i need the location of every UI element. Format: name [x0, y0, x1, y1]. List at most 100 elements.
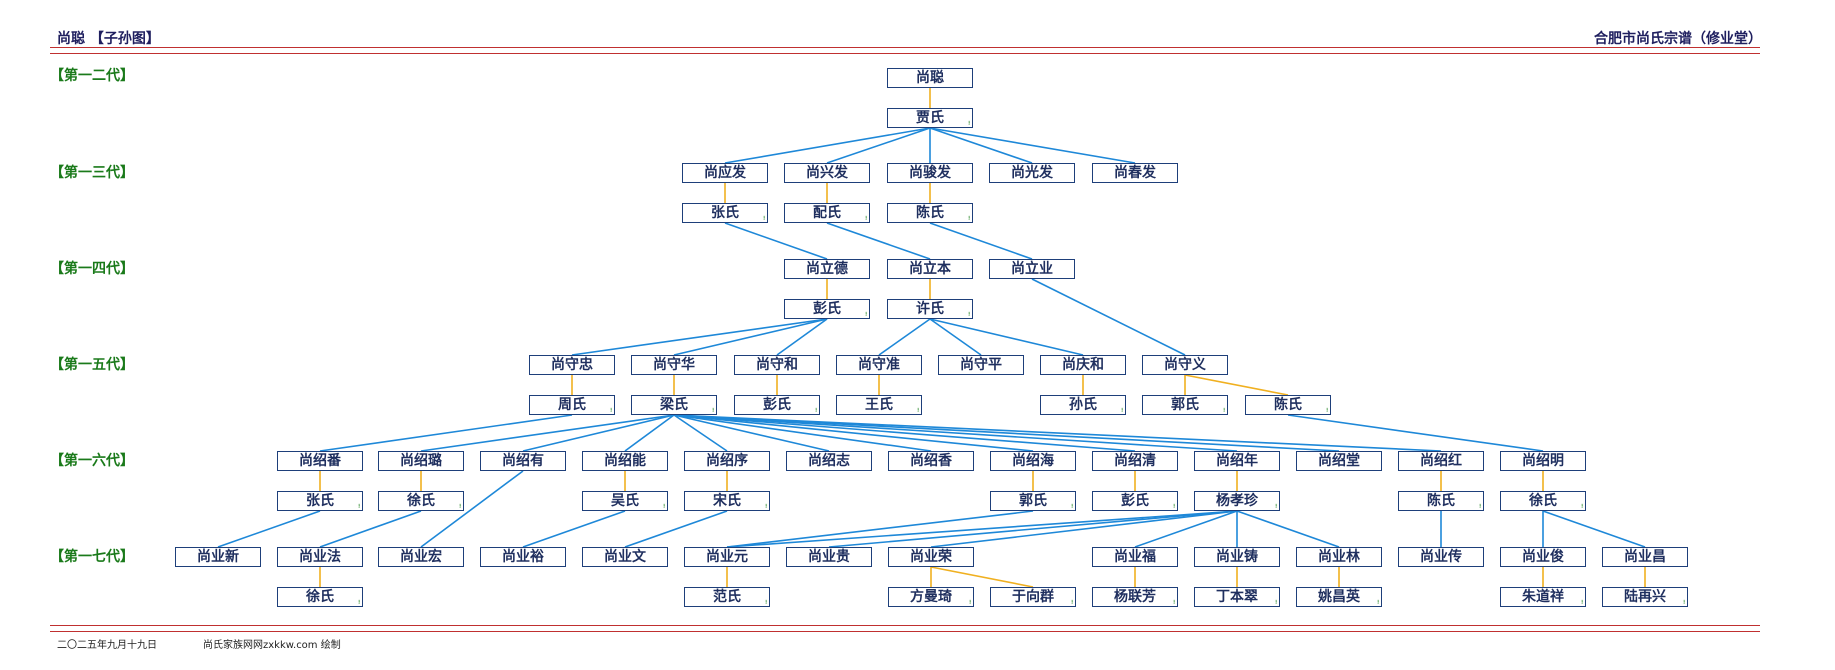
node-name: 朱道祥 — [1522, 589, 1564, 605]
spouse-node[interactable]: 陈氏፧ — [887, 203, 973, 223]
descent-line — [1542, 510, 1646, 548]
person-node[interactable]: 尚业新 — [175, 547, 261, 567]
spouse-node[interactable]: 彭氏፧ — [734, 395, 820, 415]
spouse-mark-icon: ፧ — [1479, 502, 1481, 510]
spouse-node[interactable]: 彭氏፧ — [784, 299, 870, 319]
spouse-node[interactable]: 配氏፧ — [784, 203, 870, 223]
node-name: 尚业贵 — [808, 549, 850, 565]
spouse-mark-icon: ፧ — [1275, 598, 1277, 606]
spouse-node[interactable]: 周氏፧ — [529, 395, 615, 415]
spouse-mark-icon: ፧ — [765, 502, 767, 510]
person-node[interactable]: 尚庆和 — [1040, 355, 1126, 375]
spouse-node[interactable]: 吴氏፧ — [582, 491, 668, 511]
person-node[interactable]: 尚绍序 — [684, 451, 770, 471]
person-node[interactable]: 尚业贵 — [786, 547, 872, 567]
person-node[interactable]: 尚业荣 — [888, 547, 974, 567]
spouse-node[interactable]: 王氏፧ — [836, 395, 922, 415]
person-node[interactable]: 尚业铸 — [1194, 547, 1280, 567]
person-node[interactable]: 尚守准 — [836, 355, 922, 375]
person-node[interactable]: 尚立业 — [989, 259, 1075, 279]
descent-line — [673, 414, 728, 452]
spouse-node[interactable]: 杨孝珍፧ — [1194, 491, 1280, 511]
person-node[interactable]: 尚业法 — [277, 547, 363, 567]
node-name: 彭氏 — [1121, 493, 1149, 509]
person-node[interactable]: 尚守义 — [1142, 355, 1228, 375]
node-name: 尚守义 — [1164, 357, 1206, 373]
person-node[interactable]: 尚绍明 — [1500, 451, 1586, 471]
node-name: 于向群 — [1012, 589, 1054, 605]
person-node[interactable]: 尚绍能 — [582, 451, 668, 471]
spouse-node[interactable]: 陆再兴፧ — [1602, 587, 1688, 607]
person-node[interactable]: 尚业昌 — [1602, 547, 1688, 567]
node-name: 尚绍志 — [808, 453, 850, 469]
spouse-node[interactable]: 徐氏፧ — [277, 587, 363, 607]
spouse-node[interactable]: 陈氏፧ — [1398, 491, 1484, 511]
spouse-node[interactable]: 姚昌英፧ — [1296, 587, 1382, 607]
person-node[interactable]: 尚绍有 — [480, 451, 566, 471]
person-node[interactable]: 尚绍番 — [277, 451, 363, 471]
spouse-node[interactable]: 范氏፧ — [684, 587, 770, 607]
node-name: 尚绍清 — [1114, 453, 1156, 469]
spouse-mark-icon: ፧ — [1581, 598, 1583, 606]
person-node[interactable]: 尚业林 — [1296, 547, 1382, 567]
person-node[interactable]: 尚守华 — [631, 355, 717, 375]
genealogy-name: 合肥市尚氏宗谱（修业堂） — [1594, 31, 1762, 47]
person-node[interactable]: 尚业元 — [684, 547, 770, 567]
person-node[interactable]: 尚春发 — [1092, 163, 1178, 183]
spouse-node[interactable]: 宋氏፧ — [684, 491, 770, 511]
spouse-node[interactable]: 丁本翠፧ — [1194, 587, 1280, 607]
spouse-node[interactable]: 贾氏፧ — [887, 108, 973, 128]
marriage-line — [930, 566, 1034, 588]
descent-line — [420, 470, 524, 548]
person-node[interactable]: 尚聪 — [887, 68, 973, 88]
person-node[interactable]: 尚绍海 — [990, 451, 1076, 471]
person-node[interactable]: 尚骏发 — [887, 163, 973, 183]
person-node[interactable]: 尚业传 — [1398, 547, 1484, 567]
spouse-node[interactable]: 方曼琦 ፧ — [888, 587, 974, 607]
person-node[interactable]: 尚立本 — [887, 259, 973, 279]
person-node[interactable]: 尚绍红 — [1398, 451, 1484, 471]
spouse-node[interactable]: 陈氏፧ — [1245, 395, 1331, 415]
node-name: 尚业福 — [1114, 549, 1156, 565]
spouse-node[interactable]: 杨联芳፧ — [1092, 587, 1178, 607]
person-node[interactable]: 尚守忠 — [529, 355, 615, 375]
person-node[interactable]: 尚兴发 — [784, 163, 870, 183]
spouse-mark-icon: ፧ — [969, 598, 971, 606]
person-node[interactable]: 尚业文 — [582, 547, 668, 567]
person-node[interactable]: 尚立德 — [784, 259, 870, 279]
person-node[interactable]: 尚光发 — [989, 163, 1075, 183]
person-node[interactable]: 尚守平 — [938, 355, 1024, 375]
person-node[interactable]: 尚业俊 — [1500, 547, 1586, 567]
spouse-node[interactable]: 徐氏፧ — [1500, 491, 1586, 511]
spouse-node[interactable]: 彭氏፧ — [1092, 491, 1178, 511]
spouse-node[interactable]: 张氏፧ — [682, 203, 768, 223]
descent-line — [929, 318, 1084, 356]
person-node[interactable]: 尚绍清 — [1092, 451, 1178, 471]
node-name: 尚守平 — [960, 357, 1002, 373]
person-node[interactable]: 尚业福 — [1092, 547, 1178, 567]
descent-line — [726, 510, 1034, 548]
spouse-mark-icon: ፧ — [358, 502, 360, 510]
person-node[interactable]: 尚守和 — [734, 355, 820, 375]
person-node[interactable]: 尚绍年 — [1194, 451, 1280, 471]
spouse-node[interactable]: 徐氏፧ — [378, 491, 464, 511]
person-node[interactable]: 尚业宏 — [378, 547, 464, 567]
person-node[interactable]: 尚绍志 — [786, 451, 872, 471]
person-node[interactable]: 尚应发 — [682, 163, 768, 183]
spouse-node[interactable]: 郭氏፧ — [990, 491, 1076, 511]
spouse-node[interactable]: 于向群፧ — [990, 587, 1076, 607]
spouse-node[interactable]: 张氏፧ — [277, 491, 363, 511]
person-node[interactable]: 尚业裕 — [480, 547, 566, 567]
spouse-node[interactable]: 许氏፧ — [887, 299, 973, 319]
person-node[interactable]: 尚绍堂 — [1296, 451, 1382, 471]
node-name: 方曼琦 — [910, 589, 952, 605]
person-node[interactable]: 尚绍香 — [888, 451, 974, 471]
descent-line — [1134, 510, 1238, 548]
spouse-node[interactable]: 朱道祥 ፧ — [1500, 587, 1586, 607]
top-divider — [50, 47, 1760, 54]
person-node[interactable]: 尚绍璐 — [378, 451, 464, 471]
spouse-node[interactable]: 孙氏፧ — [1040, 395, 1126, 415]
spouse-node[interactable]: 郭氏፧ — [1142, 395, 1228, 415]
node-name: 陈氏 — [916, 205, 944, 221]
spouse-node[interactable]: 梁氏፧ — [631, 395, 717, 415]
